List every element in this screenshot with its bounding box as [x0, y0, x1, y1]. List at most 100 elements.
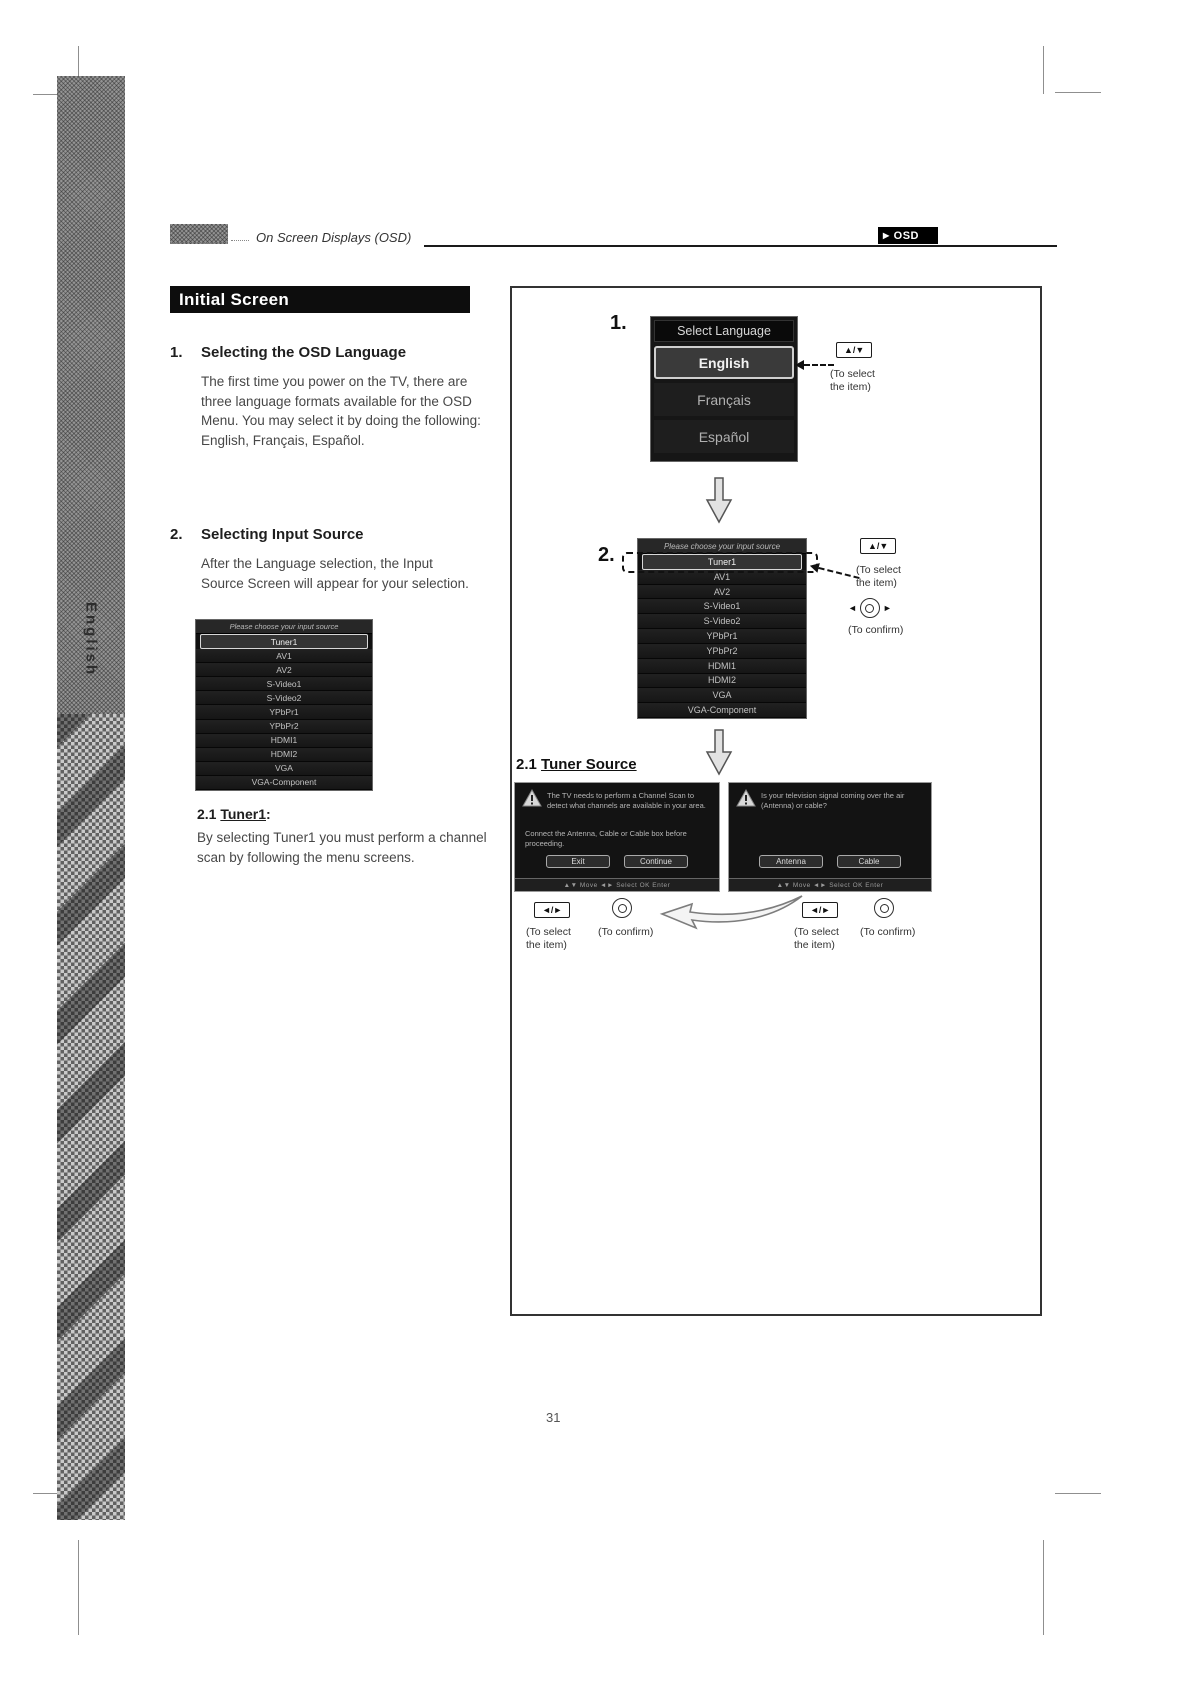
channel-scan-dialog: The TV needs to perform a Channel Scan t… — [514, 782, 720, 892]
source-menu-item: VGA-Component — [196, 775, 372, 791]
exit-button: Exit — [546, 855, 610, 868]
section2-body: After the Language selection, the Input … — [201, 556, 469, 591]
osd-badge-icon: ▶ — [883, 230, 890, 240]
source-menu-item: S-Video2 — [196, 691, 372, 706]
dialog-keyhints: ▲▼ Move ◄► Select OK Enter — [515, 878, 719, 891]
crop-mark — [1043, 46, 1044, 94]
section2-title: Selecting Input Source — [201, 526, 364, 543]
confirm-keys-icon: ◄ ► — [848, 598, 892, 618]
source-menu-item: YPbPr2 — [196, 719, 372, 734]
ok-button-icon — [612, 898, 632, 918]
crop-mark — [33, 94, 77, 95]
tuner-source-number: 2.1 — [516, 756, 542, 773]
language-menu-item: English — [654, 346, 794, 379]
sidebar-language-tab: English — [82, 602, 100, 678]
source-menu-item: AV1 — [638, 569, 806, 585]
dialog-text: Is your television signal coming over th… — [761, 791, 905, 810]
source-menu-item: HDMI2 — [638, 673, 806, 689]
section21-colon: : — [266, 806, 271, 822]
language-menu-title: Select Language — [654, 320, 794, 342]
source-menu-item: S-Video1 — [196, 677, 372, 692]
section1-body: The first time you power on the TV, ther… — [201, 374, 481, 448]
cable-button: Cable — [837, 855, 901, 868]
osd-badge-label: OSD — [893, 229, 919, 242]
source-menu-item: YPbPr1 — [196, 705, 372, 720]
left-key-icon: ◄ — [848, 603, 857, 613]
source-menu-item: VGA — [638, 688, 806, 704]
source-menu-item: AV1 — [196, 649, 372, 664]
language-menu: Select Language English Français Español — [650, 316, 798, 462]
language-menu-item: Français — [654, 383, 794, 416]
source-menu-item: Tuner1 — [642, 554, 802, 570]
down-arrow-icon — [704, 476, 734, 529]
source-menu-item: HDMI1 — [638, 658, 806, 674]
to-select-hint: (To select the item) — [794, 926, 839, 951]
crop-mark — [1055, 1493, 1101, 1494]
osd-badge: ▶ OSD — [878, 227, 938, 244]
down-arrow-icon — [704, 728, 734, 781]
source-menu-item: YPbPr1 — [638, 629, 806, 644]
curved-arrow-icon — [652, 888, 804, 939]
step2-label: 2. — [598, 544, 615, 566]
header-title: On Screen Displays (OSD) — [256, 230, 412, 245]
input-source-menu-title: Please choose your input source — [196, 620, 372, 634]
leftright-keys-icon: ◄/► — [534, 902, 571, 918]
to-confirm-hint: (To confirm) — [860, 926, 916, 938]
source-menu-item: VGA — [196, 761, 372, 776]
source-menu-item: AV2 — [196, 663, 372, 678]
crop-mark — [78, 46, 79, 94]
continue-button: Continue — [624, 855, 688, 868]
diagram-frame: 1. Select Language English Français Espa… — [510, 286, 1042, 1316]
crop-mark — [1043, 1540, 1044, 1635]
dialog-text: Connect the Antenna, Cable or Cable box … — [525, 829, 687, 848]
section21-heading: 2.1 Tuner1: — [197, 806, 271, 822]
to-select-hint: (To select the item) — [856, 564, 901, 589]
section21-body: By selecting Tuner1 you must perform a c… — [197, 830, 487, 865]
crop-mark — [78, 1540, 79, 1635]
step1-label: 1. — [610, 312, 627, 334]
tuner-source-text: Tuner Source — [541, 756, 637, 773]
leftright-keys-icon: ◄/► — [802, 902, 839, 918]
updown-keys-icon: ▲/▼ — [860, 538, 897, 554]
warning-icon — [736, 788, 756, 812]
ok-button-icon — [874, 898, 894, 918]
section21-word: Tuner1 — [220, 806, 266, 822]
input-source-menu: Please choose your input source Tuner1 A… — [637, 538, 807, 719]
right-key-icon: ► — [882, 603, 892, 613]
section2-number: 2. — [170, 526, 183, 543]
header-dots — [231, 240, 249, 241]
header-texture-icon — [170, 224, 228, 244]
crop-mark — [33, 1493, 77, 1494]
source-menu-item: S-Video1 — [638, 599, 806, 615]
antenna-button: Antenna — [759, 855, 823, 868]
sidebar-texture-bottom — [57, 714, 125, 1520]
section1-title: Selecting the OSD Language — [201, 344, 407, 361]
source-menu-item: VGA-Component — [638, 703, 806, 718]
to-select-hint: (To select the item) — [830, 368, 875, 393]
crop-mark — [1055, 92, 1101, 93]
header-rule — [424, 245, 1057, 247]
ok-button-icon — [859, 598, 880, 618]
source-menu-item: S-Video2 — [638, 614, 806, 630]
antenna-cable-dialog: Is your television signal coming over th… — [728, 782, 932, 892]
updown-keys-icon: ▲/▼ — [836, 342, 873, 358]
tuner-source-heading: 2.1 Tuner Source — [516, 756, 637, 773]
section21-number: 2.1 — [197, 806, 221, 822]
input-source-menu-illustration: Please choose your input source Tuner1 A… — [195, 619, 373, 791]
source-menu-item: HDMI2 — [196, 747, 372, 762]
section1-number: 1. — [170, 344, 183, 361]
select-arrow — [795, 360, 834, 370]
tuner1-highlight — [622, 552, 818, 573]
to-confirm-hint: (To confirm) — [848, 624, 904, 636]
source-menu-item: YPbPr2 — [638, 643, 806, 659]
to-select-hint: (To select the item) — [526, 926, 571, 951]
section-banner: Initial Screen — [170, 286, 470, 313]
warning-icon — [522, 788, 542, 812]
source-menu-item: Tuner1 — [200, 634, 368, 650]
dialog-text: The TV needs to perform a Channel Scan t… — [547, 791, 706, 810]
to-confirm-hint: (To confirm) — [598, 926, 654, 938]
source-menu-item: HDMI1 — [196, 733, 372, 748]
select-arrow — [808, 560, 860, 580]
dialog-keyhints: ▲▼ Move ◄► Select OK Enter — [729, 878, 931, 891]
